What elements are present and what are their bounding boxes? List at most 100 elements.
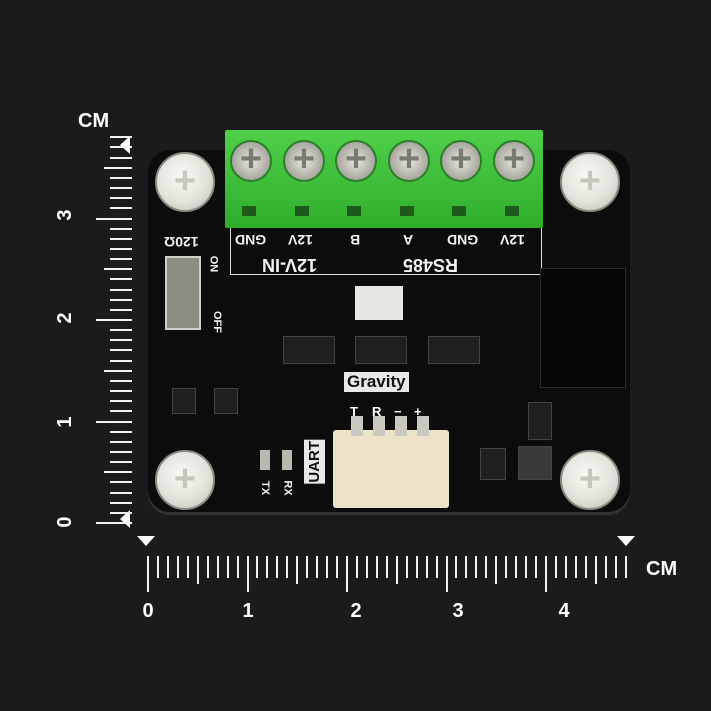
ruler-tick	[110, 501, 132, 504]
diode	[528, 402, 552, 440]
ruler-tick	[166, 556, 169, 578]
pin-label-12v-bus: 12V	[500, 232, 525, 248]
ruler-tick	[110, 197, 132, 200]
inductor	[518, 446, 552, 480]
pin-label-gnd-bus: GND	[447, 232, 479, 248]
brand-label: Gravity	[344, 372, 409, 392]
ruler-tick	[266, 556, 269, 578]
ruler-tick	[110, 146, 132, 149]
ruler-tick	[104, 369, 132, 372]
ruler-tick	[216, 556, 219, 578]
horizontal-ruler-end-marker	[617, 536, 635, 546]
ruler-tick	[110, 258, 132, 261]
regulator-chip	[480, 448, 506, 480]
terminal-slot	[347, 206, 361, 216]
horizontal-ruler-unit: CM	[646, 558, 678, 580]
mounting-hole-bottom-left	[155, 450, 215, 510]
vertical-ruler-zero-marker	[120, 510, 130, 528]
ruler-tick	[485, 556, 488, 578]
terminal-screw	[335, 138, 377, 182]
ruler-tick	[96, 217, 132, 220]
terminal-screw	[388, 138, 430, 182]
pin-label-12v-in: 12V	[288, 232, 313, 248]
terminal-slot	[242, 206, 256, 216]
connector-pin-t: T	[350, 404, 358, 419]
ruler-tick	[110, 156, 132, 159]
ruler-tick	[110, 247, 132, 250]
vertical-ruler-label-3: 3	[54, 209, 77, 221]
dc-dc-module	[540, 268, 626, 388]
ruler-tick	[110, 227, 132, 230]
ruler-tick	[110, 481, 132, 484]
ruler-tick	[206, 556, 209, 578]
ruler-tick	[475, 556, 478, 578]
ruler-tick	[110, 461, 132, 464]
vertical-ruler-label-1: 1	[54, 416, 77, 428]
ruler-tick	[156, 556, 159, 578]
switch-label-120ohm: 120Ω	[164, 234, 199, 250]
ruler-tick	[296, 556, 299, 584]
ruler-tick	[445, 556, 448, 592]
ruler-tick	[495, 556, 498, 584]
ruler-tick	[435, 556, 438, 578]
horizontal-ruler-label-0: 0	[142, 600, 154, 622]
ruler-tick	[104, 268, 132, 271]
ruler-tick	[246, 556, 249, 592]
ruler-tick	[176, 556, 179, 578]
ruler-tick	[96, 522, 132, 524]
ruler-tick	[110, 349, 132, 352]
mounting-hole-top-right	[560, 152, 620, 212]
uart-connector[interactable]	[333, 416, 449, 508]
ruler-tick	[326, 556, 329, 578]
screw-terminal-block	[225, 130, 543, 228]
ruler-tick	[535, 556, 538, 578]
ruler-tick	[564, 556, 567, 578]
ruler-tick	[505, 556, 508, 578]
tx-led-label: TX	[259, 480, 272, 496]
vertical-ruler-unit: CM	[78, 110, 110, 132]
ruler-tick	[226, 556, 229, 578]
ruler-tick	[110, 187, 132, 190]
ruler-tick	[110, 329, 132, 332]
rx-led-label: RX	[281, 480, 294, 496]
switch-on-label: ON	[207, 255, 220, 273]
uart-label: UART	[304, 440, 325, 484]
termination-resistor-switch[interactable]	[165, 256, 201, 330]
ruler-tick	[110, 288, 132, 291]
ruler-tick	[147, 556, 149, 592]
terminal-screw	[230, 138, 272, 182]
connector-pin-minus: −	[394, 404, 402, 419]
ruler-tick	[104, 166, 132, 169]
ruler-tick	[545, 556, 547, 592]
horizontal-ruler-zero-marker	[137, 536, 155, 546]
horizontal-ruler-label-2: 2	[350, 600, 362, 622]
ruler-tick	[110, 511, 132, 514]
terminal-slot	[505, 206, 519, 216]
ruler-tick	[584, 556, 587, 578]
rx-led	[282, 450, 292, 470]
ruler-tick	[110, 339, 132, 342]
ruler-tick	[614, 556, 617, 578]
ruler-tick	[110, 400, 132, 403]
ruler-tick	[96, 319, 132, 321]
ruler-tick	[110, 359, 132, 362]
terminal-label-frame	[230, 228, 542, 275]
connector-pin-plus: +	[414, 404, 422, 419]
connector-pin	[395, 416, 407, 436]
connector-pin	[373, 416, 385, 436]
ruler-tick	[110, 298, 132, 301]
switch-off-label: OFF	[211, 311, 223, 333]
ruler-tick	[336, 556, 339, 578]
horizontal-ruler-label-3: 3	[452, 600, 464, 622]
group-label-rs485: RS485	[403, 255, 459, 275]
ruler-tick	[110, 430, 132, 433]
tx-led	[260, 450, 270, 470]
ruler-tick	[385, 556, 388, 578]
ruler-tick	[286, 556, 289, 578]
ruler-tick	[186, 556, 189, 578]
terminal-slot	[400, 206, 414, 216]
ruler-tick	[465, 556, 468, 578]
fuse-component	[355, 286, 403, 320]
connector-pin	[351, 416, 363, 436]
ruler-tick	[405, 556, 408, 578]
